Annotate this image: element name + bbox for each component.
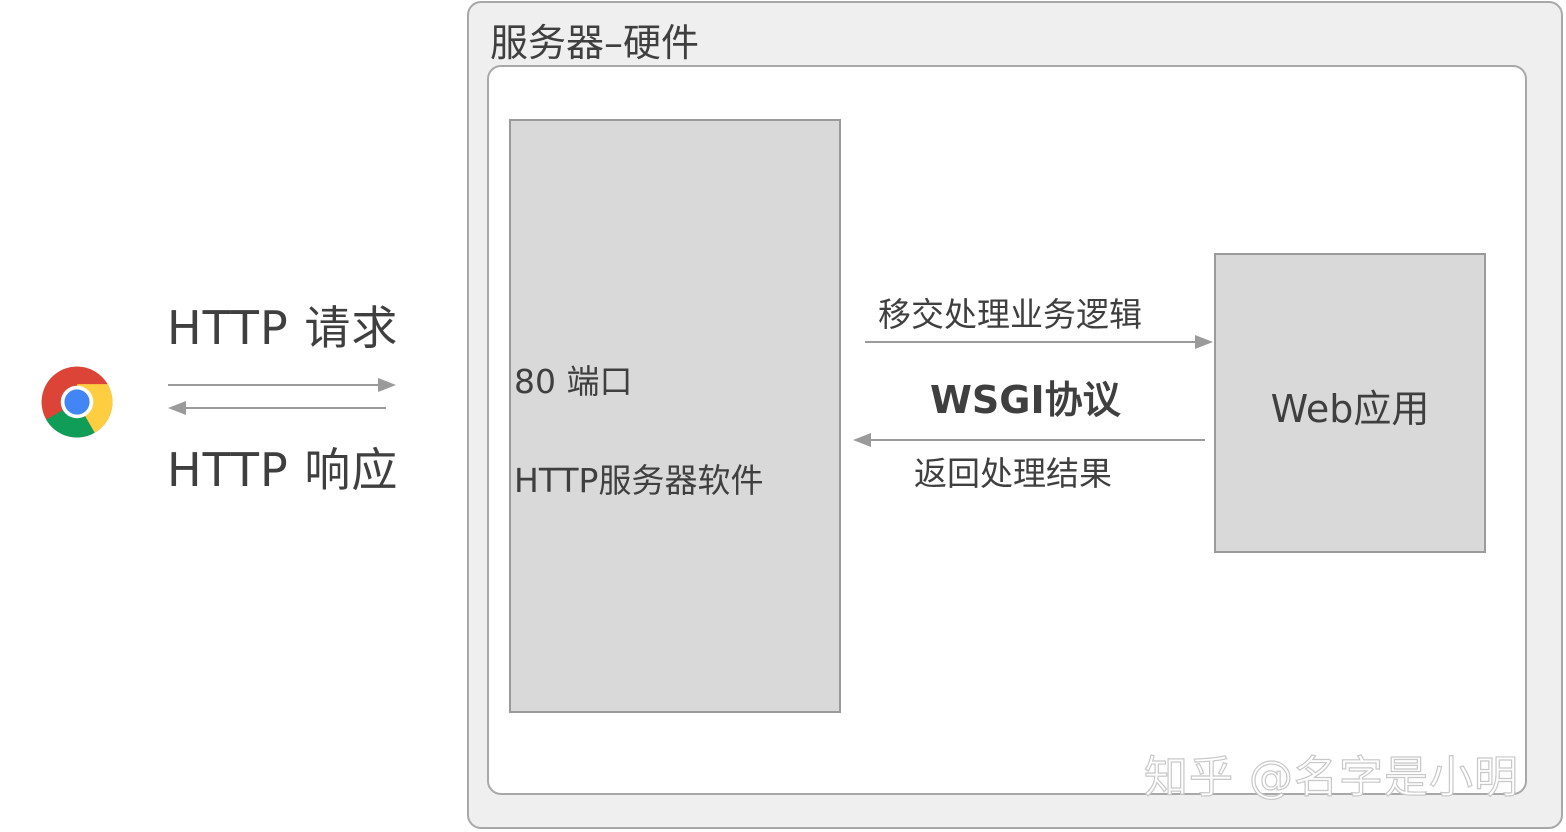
return-result-label: 返回处理结果 [914, 454, 1112, 493]
http-request-arrow [168, 378, 396, 392]
chrome-browser-icon [41, 366, 113, 438]
http-response-arrow [168, 401, 386, 415]
http-server-software-box [509, 119, 841, 713]
http-request-label: HTTP 请求 [167, 301, 399, 355]
http-server-software-label: HTTP服务器软件 [514, 461, 764, 500]
web-app-label: Web应用 [1270, 387, 1430, 431]
forward-logic-label: 移交处理业务逻辑 [878, 295, 1142, 334]
http-response-label: HTTP 响应 [167, 443, 399, 497]
wsgi-protocol-label: WSGI协议 [930, 378, 1121, 422]
web-app-box [1214, 253, 1486, 553]
port-label: 80 端口 [514, 362, 633, 401]
server-hardware-title: 服务器–硬件 [490, 21, 700, 65]
watermark: 知乎 @名字是小明 [1143, 751, 1519, 803]
